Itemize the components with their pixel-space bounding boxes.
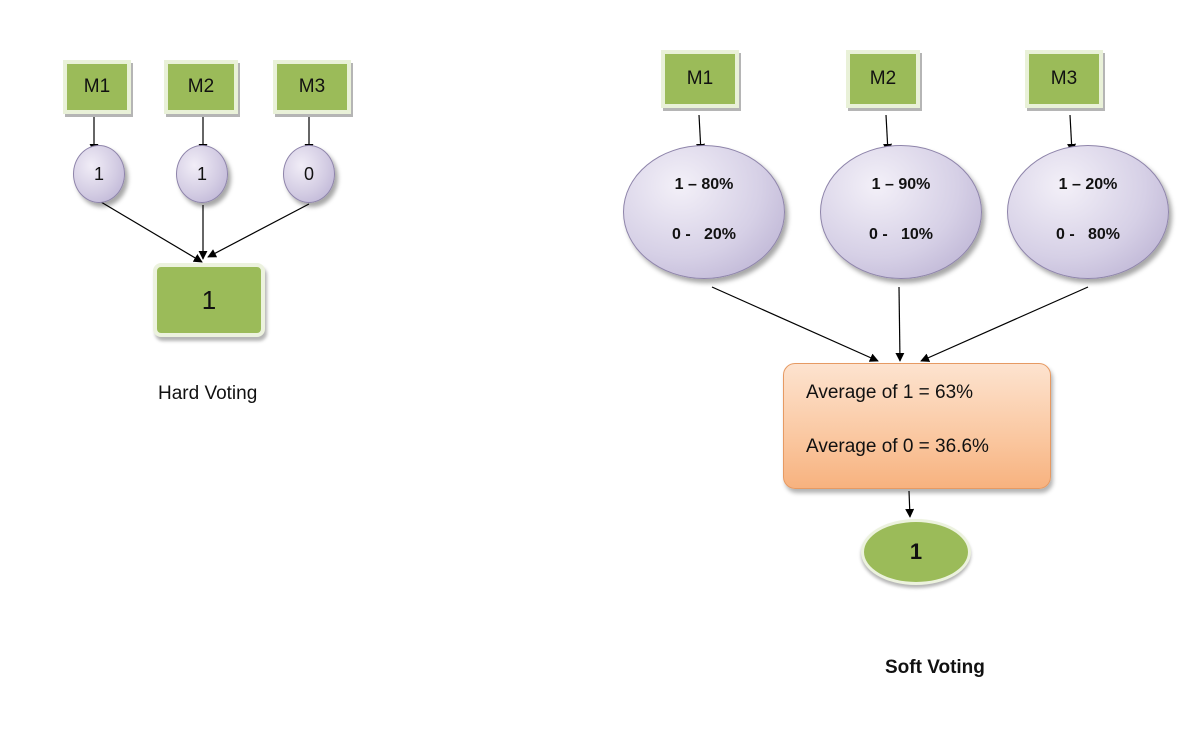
soft-prob-m1-class1: 1 – 80% <box>674 176 734 193</box>
soft-average-box: Average of 1 = 63% Average of 0 = 36.6% <box>783 363 1051 489</box>
hard-result-box: 1 <box>153 263 265 337</box>
soft-prob-m2-class0: 0 - 10% <box>868 226 934 243</box>
hard-vote-m1-value: 1 <box>93 163 104 184</box>
hard-vote-m2: 1 <box>176 145 228 203</box>
soft-prob-m2-class1: 1 – 90% <box>871 176 931 193</box>
arrow-soft-prob1-avg <box>711 286 879 362</box>
hard-model-m3: M3 <box>273 60 351 114</box>
arrow-soft-prob2-avg <box>895 286 905 362</box>
soft-model-m1-label: M1 <box>686 68 714 89</box>
soft-prob-m3-class0: 0 - 80% <box>1055 226 1121 243</box>
soft-voting-caption: Soft Voting <box>885 657 985 678</box>
soft-result-ellipse: 1 <box>861 519 971 585</box>
soft-prob-m1-class0: 0 - 20% <box>671 226 737 243</box>
hard-vote-m1: 1 <box>73 145 125 203</box>
hard-model-m1: M1 <box>63 60 131 114</box>
hard-vote-m3: 0 <box>283 145 335 203</box>
soft-prob-m3-class1: 1 – 20% <box>1058 176 1118 193</box>
hard-result-value: 1 <box>201 284 217 315</box>
soft-model-m3: M3 <box>1025 50 1103 108</box>
soft-model-m3-label: M3 <box>1050 68 1078 89</box>
soft-average-1: Average of 1 = 63% <box>806 382 974 403</box>
hard-model-m1-label: M1 <box>83 76 111 97</box>
soft-prob-m1: 1 – 80% 0 - 20% <box>623 145 785 279</box>
hard-voting-caption: Hard Voting <box>158 383 258 404</box>
arrow-hard-vote3-result <box>207 203 310 258</box>
soft-model-m1: M1 <box>661 50 739 108</box>
soft-model-m2-label: M2 <box>869 68 897 89</box>
arrow-soft-prob3-avg <box>920 286 1089 362</box>
hard-model-m2-label: M2 <box>187 76 215 97</box>
arrow-soft-avg-result <box>905 490 915 518</box>
soft-result-value: 1 <box>909 539 923 564</box>
soft-prob-m2: 1 – 90% 0 - 10% <box>820 145 982 279</box>
soft-average-0: Average of 0 = 36.6% <box>806 436 989 457</box>
soft-model-m2: M2 <box>846 50 920 108</box>
soft-prob-m3: 1 – 20% 0 - 80% <box>1007 145 1169 279</box>
hard-model-m3-label: M3 <box>298 76 326 97</box>
hard-vote-m3-value: 0 <box>303 163 314 184</box>
arrow-hard-vote1-result <box>100 201 203 263</box>
hard-model-m2: M2 <box>164 60 238 114</box>
hard-vote-m2-value: 1 <box>196 163 207 184</box>
